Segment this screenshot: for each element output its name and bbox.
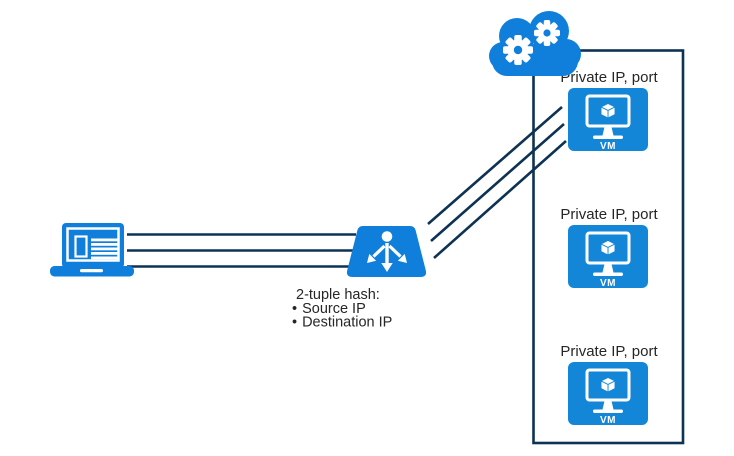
hash-item-source-ip: •Source IP (292, 301, 366, 317)
laptop-icon (50, 223, 134, 277)
hash-annotation: 2-tuple hash: •Source IP •Destination IP (292, 287, 392, 331)
vm-badge: VM (600, 278, 616, 289)
vm-monitor-stand (602, 264, 614, 273)
vm-monitor-base (593, 135, 623, 139)
lb-to-vm-line (427, 106, 563, 225)
vm-monitor (585, 94, 631, 128)
vm-cube-icon (599, 239, 617, 256)
laptop-display-frame (66, 227, 120, 262)
gear-icon (503, 35, 533, 65)
hash-title: 2-tuple hash: (296, 287, 380, 303)
vm-private-ip-label: Private IP, port (560, 206, 658, 223)
vm-monitor-stand (602, 401, 614, 410)
load-balancer-glyph (367, 231, 407, 272)
vm-card: Private IP, port VM (560, 206, 658, 289)
lb-to-vm-line (433, 140, 567, 259)
lb-to-vm-connections (427, 106, 567, 259)
vm-private-ip-label: Private IP, port (560, 69, 658, 86)
cloud-gears-icon (489, 11, 581, 76)
vm-monitor-stand (602, 127, 614, 136)
vm-monitor (585, 368, 631, 402)
client-to-lb-connections (127, 233, 356, 268)
vm-monitor (585, 231, 631, 265)
vm-cube-icon (599, 102, 617, 119)
vm-badge: VM (600, 141, 616, 152)
vm-card: Private IP, port VM (560, 343, 658, 426)
cloud-shape (489, 11, 581, 76)
vm-cube-icon (599, 376, 617, 393)
gear-icon (534, 20, 560, 46)
laptop-base-notch (80, 269, 103, 273)
laptop-text-lines (91, 238, 118, 260)
vm-card: Private IP, port VM (560, 69, 658, 152)
load-balancer-icon (346, 226, 427, 277)
laptop-doc-pane (74, 235, 88, 258)
vm-monitor-base (593, 272, 623, 276)
backend-pool-boundary (532, 49, 685, 445)
lb-to-vm-line (430, 123, 565, 242)
hash-item-destination-ip: •Destination IP (292, 315, 392, 331)
vm-monitor-base (593, 409, 623, 413)
vm-badge: VM (600, 415, 616, 426)
vm-private-ip-label: Private IP, port (560, 343, 658, 360)
